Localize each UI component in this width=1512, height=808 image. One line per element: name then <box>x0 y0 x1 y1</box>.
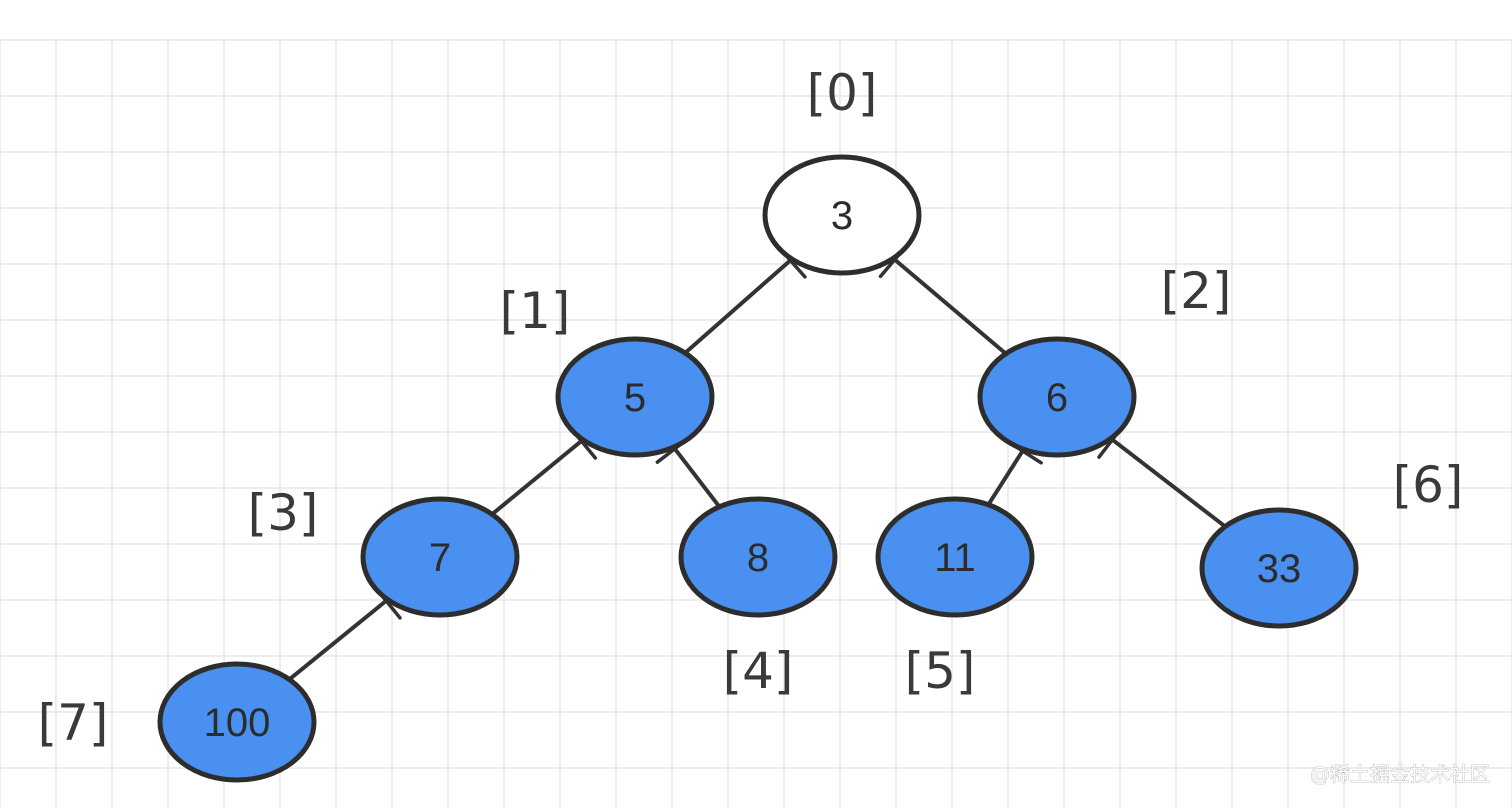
highlighted-node-shape <box>360 496 520 618</box>
tree-node: 8 <box>678 496 838 618</box>
tree-node: 6 <box>977 336 1137 458</box>
tree-node: 11 <box>875 496 1035 618</box>
node-index-label: [3] <box>248 484 319 542</box>
node-index-label: [6] <box>1393 456 1464 514</box>
tree-edge <box>984 442 1029 511</box>
node-value: 100 <box>204 701 271 745</box>
root-node-shape <box>762 154 922 276</box>
node-value: 7 <box>429 536 451 580</box>
node-index-label: [0] <box>807 64 878 122</box>
grid-background <box>0 39 1512 808</box>
index-labels: [0] [1] [2] [3] [4] [5] [6] [7] <box>38 64 1464 752</box>
highlighted-node-shape <box>555 336 715 458</box>
node-value: 6 <box>1046 376 1068 420</box>
tree-node: 5 <box>555 336 715 458</box>
tree-node: 7 <box>360 496 520 618</box>
node-index-label: [1] <box>500 282 571 340</box>
node-value: 5 <box>624 376 646 420</box>
highlighted-node-shape <box>678 496 838 618</box>
highlighted-node-shape <box>977 336 1137 458</box>
node-value: 33 <box>1257 547 1302 591</box>
tree-edges <box>284 241 1231 684</box>
node-index-label: [2] <box>1161 262 1232 320</box>
tree-node: 100 <box>157 661 317 783</box>
watermark-text: @稀土掘金技术社区 <box>1310 762 1490 786</box>
tree-node: 3 <box>762 154 922 276</box>
highlighted-node-shape <box>875 496 1035 618</box>
node-index-label: [7] <box>38 694 109 752</box>
tree-edge <box>680 253 799 358</box>
node-index-label: [5] <box>905 642 976 700</box>
highlighted-node-shape <box>157 661 317 783</box>
tree-edge <box>667 440 724 512</box>
node-value: 3 <box>831 194 853 238</box>
node-value: 11 <box>934 536 976 580</box>
node-value: 8 <box>747 536 769 580</box>
tree-node: 33 <box>1199 507 1359 629</box>
tree-edge <box>284 593 395 684</box>
tree-edge <box>1104 432 1231 531</box>
tree-edge <box>886 252 1011 359</box>
node-index-label: [4] <box>723 642 794 700</box>
tree-edge <box>486 433 590 519</box>
tree-nodes: 3 5 6 7 8 11 33 100 <box>157 154 1359 783</box>
highlighted-node-shape <box>1199 507 1359 629</box>
